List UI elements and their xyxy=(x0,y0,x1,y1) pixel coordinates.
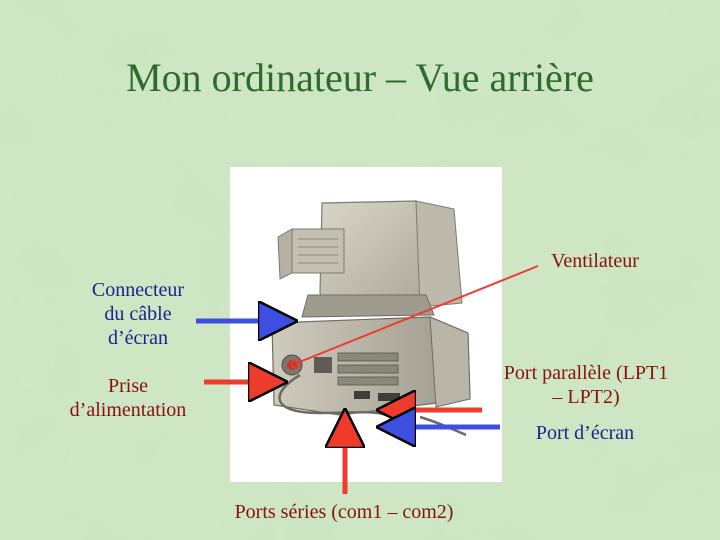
label-prise: Prise d’alimentation xyxy=(46,374,210,422)
label-connecteur-line3: d’écran xyxy=(108,327,168,349)
page-title: Mon ordinateur – Vue arrière xyxy=(126,55,594,100)
label-connecteur: Connecteur du câble d’écran xyxy=(68,278,208,350)
label-port-parallele-line2: – LPT2) xyxy=(552,386,620,408)
label-ports-series: Ports séries (com1 – com2) xyxy=(234,501,454,523)
label-port-ecran: Port d’écran xyxy=(535,422,635,444)
label-prise-line2: d’alimentation xyxy=(69,399,187,421)
label-port-parallele: Port parallèle (LPT1 – LPT2) xyxy=(474,361,698,409)
label-ventilateur: Ventilateur xyxy=(551,250,639,272)
label-connecteur-line1: Connecteur xyxy=(91,279,185,301)
ventilateur-pointer xyxy=(296,265,539,364)
label-port-parallele-line1: Port parallèle (LPT1 xyxy=(503,362,669,384)
label-prise-line1: Prise xyxy=(108,375,148,397)
ventilateur-target xyxy=(291,359,301,369)
label-connecteur-line2: du câble xyxy=(104,303,172,325)
